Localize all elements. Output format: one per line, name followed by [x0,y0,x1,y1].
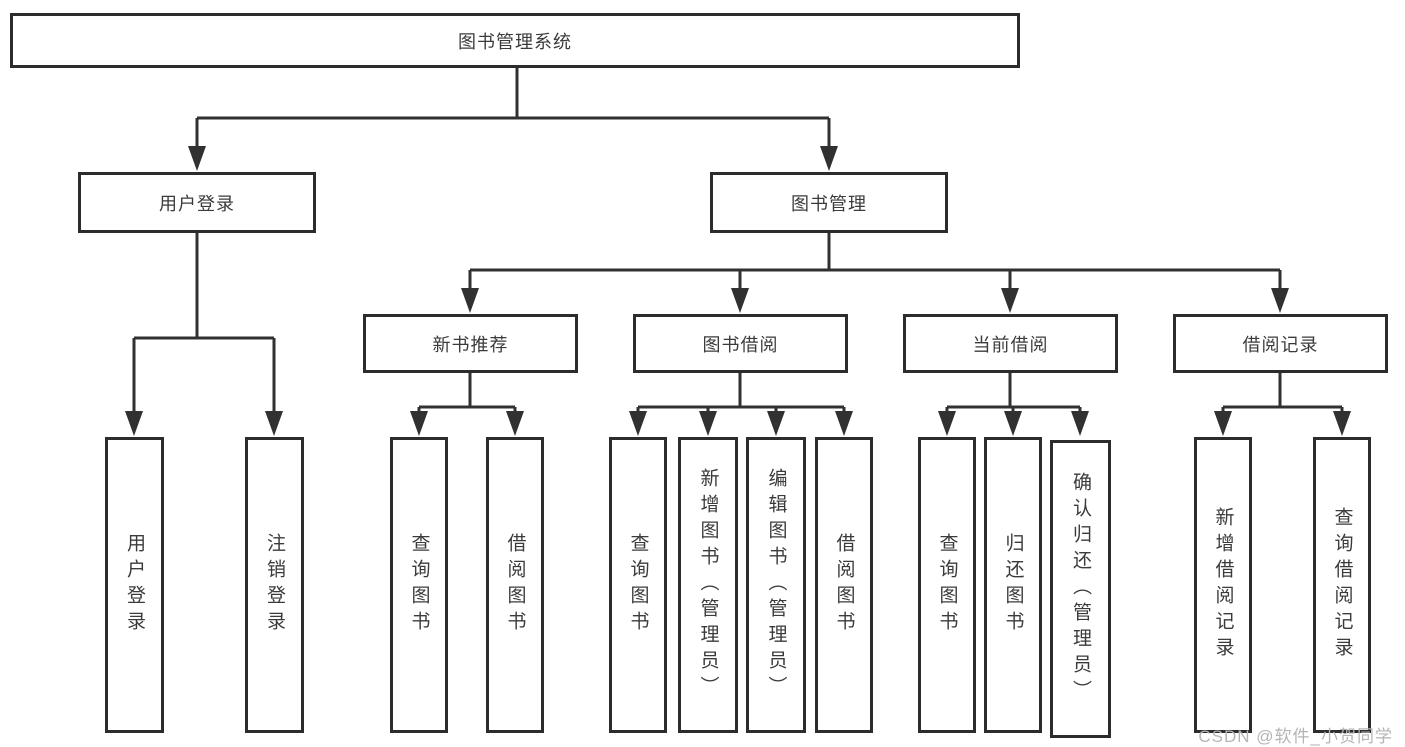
node-book-management: 图书管理 [710,172,948,233]
connector-records-to-leaves [1221,373,1344,414]
node-label: 图书借阅 [702,334,779,355]
leaf-borrow-books: 借阅图书 [486,437,544,733]
leaf-query-books: 查询图书 [918,437,976,733]
leaf-query-books: 查询图书 [390,437,448,733]
leaf-add-books-admin: 新增图书（管理员） [678,437,738,733]
node-current-borrow: 当前借阅 [903,314,1118,373]
node-label: 新书推荐 [432,334,509,355]
arrowhead-down-icon [629,411,647,436]
node-new-book-recommend: 新书推荐 [363,314,578,373]
node-borrow-records: 借阅记录 [1173,314,1388,373]
connector-newbook-to-leaves [417,373,517,414]
arrowhead-down-icon [820,146,838,171]
leaf-user-login: 用户登录 [105,437,164,733]
arrowhead-down-icon [1271,288,1289,313]
arrowhead-down-icon [125,411,143,436]
node-label: 图书管理 [791,193,867,214]
arrowhead-down-icon [699,411,717,436]
leaf-confirm-return-admin: 确认归还（管理员） [1050,440,1111,738]
arrowhead-down-icon [265,411,283,436]
node-label: 确认归还（管理员） [1070,472,1091,706]
arrowhead-down-icon [731,288,749,313]
arrowhead-down-icon [1333,411,1351,436]
connector-bookmgmt-to-level3 [468,233,1282,291]
node-label: 编辑图书（管理员） [765,468,787,702]
arrowhead-down-icon [1001,288,1019,313]
leaf-query-borrow-record: 查询借阅记录 [1313,437,1371,733]
node-label: 用户登录 [159,193,235,214]
node-label: 图书管理系统 [458,31,572,52]
node-user-login: 用户登录 [78,172,316,233]
arrowhead-down-icon [835,411,853,436]
node-label: 借阅图书 [833,533,855,637]
arrowhead-down-icon [1004,411,1022,436]
node-root-library-system: 图书管理系统 [10,13,1020,68]
leaf-borrow-books: 借阅图书 [815,437,873,733]
node-label: 注销登录 [264,533,285,637]
connector-root-to-level2 [195,68,831,150]
arrowhead-down-icon [410,411,428,436]
arrowhead-down-icon [1214,411,1232,436]
leaf-add-borrow-record: 新增借阅记录 [1194,437,1252,733]
node-book-borrow: 图书借阅 [633,314,848,373]
csdn-watermark: CSDN @软件_小贺同学 [1198,727,1393,746]
node-label: 当前借阅 [972,334,1049,355]
arrowhead-down-icon [188,146,206,171]
arrowhead-down-icon [506,411,524,436]
leaf-logout: 注销登录 [245,437,304,733]
node-label: 借阅图书 [504,533,526,637]
connector-current-to-leaves [945,373,1082,414]
node-label: 新增图书（管理员） [697,468,719,702]
arrowhead-down-icon [767,411,785,436]
node-label: 查询图书 [408,533,430,637]
leaf-return-books: 归还图书 [984,437,1042,733]
connector-userlogin-to-leaves [132,233,276,414]
node-label: 借阅记录 [1242,334,1319,355]
node-label: 用户登录 [124,533,145,637]
leaf-edit-books-admin: 编辑图书（管理员） [746,437,806,733]
node-label: 查询借阅记录 [1331,507,1353,663]
arrowhead-down-icon [1071,411,1089,436]
arrowhead-down-icon [461,288,479,313]
leaf-query-books: 查询图书 [609,437,667,733]
connector-borrow-to-leaves [636,373,846,414]
node-label: 归还图书 [1002,533,1024,637]
node-label: 查询图书 [627,533,649,637]
arrowhead-down-icon [938,411,956,436]
node-label: 新增借阅记录 [1212,507,1234,663]
node-label: 查询图书 [936,533,958,637]
